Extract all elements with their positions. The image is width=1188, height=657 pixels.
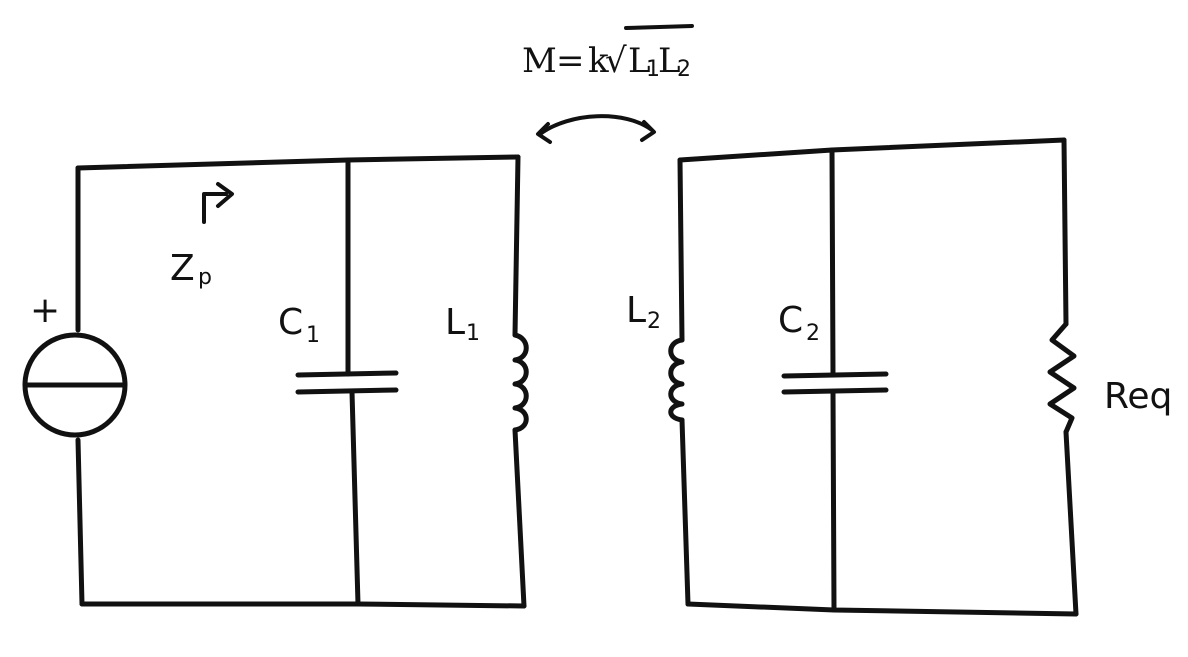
c2-label-subscript: 2: [806, 321, 820, 346]
c1-label: C: [278, 302, 303, 343]
c1-plate-top: [295, 370, 399, 378]
primary-left-wire-lower: [75, 437, 85, 607]
l2-wire-bottom: [679, 417, 691, 607]
mutual-inductance-l1-sub: 1: [646, 57, 660, 82]
zp-label-subscript: p: [198, 265, 212, 290]
primary-circuit: [75, 154, 527, 609]
r-wire-bottom: [1063, 429, 1079, 617]
mutual-inductance-k: k: [588, 41, 609, 81]
l1-wire-bottom: [512, 427, 527, 609]
l1-wire-top: [512, 154, 521, 338]
l1-label-subscript: 1: [466, 321, 480, 346]
mutual-inductance-l2-sub: 2: [677, 57, 691, 82]
mutual-inductance-l1: L: [628, 41, 651, 81]
c1-wire-bottom: [349, 389, 361, 607]
secondary-circuit: [677, 137, 1079, 617]
mutual-inductance-annotation: M = k √ L 1 L 2: [522, 24, 694, 82]
c2-plate-top: [781, 371, 889, 379]
c1-label-subscript: 1: [306, 323, 320, 348]
l2-inductor-coil: [668, 337, 685, 423]
c2-plate-bottom: [781, 387, 889, 395]
mutual-inductance-sqrt: √: [605, 41, 627, 81]
zp-label: Z: [170, 248, 195, 289]
resistor-zigzag: [1047, 321, 1077, 435]
primary-bottom-wire: [79, 601, 527, 609]
sqrt-vinculum: [624, 24, 694, 30]
l1-label: L: [445, 302, 465, 343]
voltage-source: [22, 332, 128, 438]
l1-inductor-coil: [512, 332, 529, 433]
primary-top-wire: [75, 154, 521, 171]
c2-wire-bottom: [830, 389, 837, 613]
c1-plate-bottom: [295, 387, 399, 395]
mutual-inductance-equals: =: [556, 41, 585, 81]
source-plus-sign: +: [30, 290, 60, 331]
l2-label: L: [626, 290, 646, 331]
secondary-top-wire: [677, 137, 1067, 163]
mutual-inductance-l2: L: [658, 41, 681, 81]
r-wire-top: [1061, 137, 1069, 327]
l2-label-subscript: 2: [647, 309, 661, 334]
resistor-label: Req: [1104, 376, 1172, 417]
secondary-bottom-wire: [685, 601, 1079, 617]
c2-label: C: [778, 300, 803, 341]
coupling-arrow-icon: [536, 114, 656, 144]
mutual-inductance-m: M: [522, 41, 557, 81]
c2-wire-top: [829, 147, 836, 377]
zp-arrow-icon: [202, 182, 234, 224]
l2-wire-top: [677, 157, 685, 343]
